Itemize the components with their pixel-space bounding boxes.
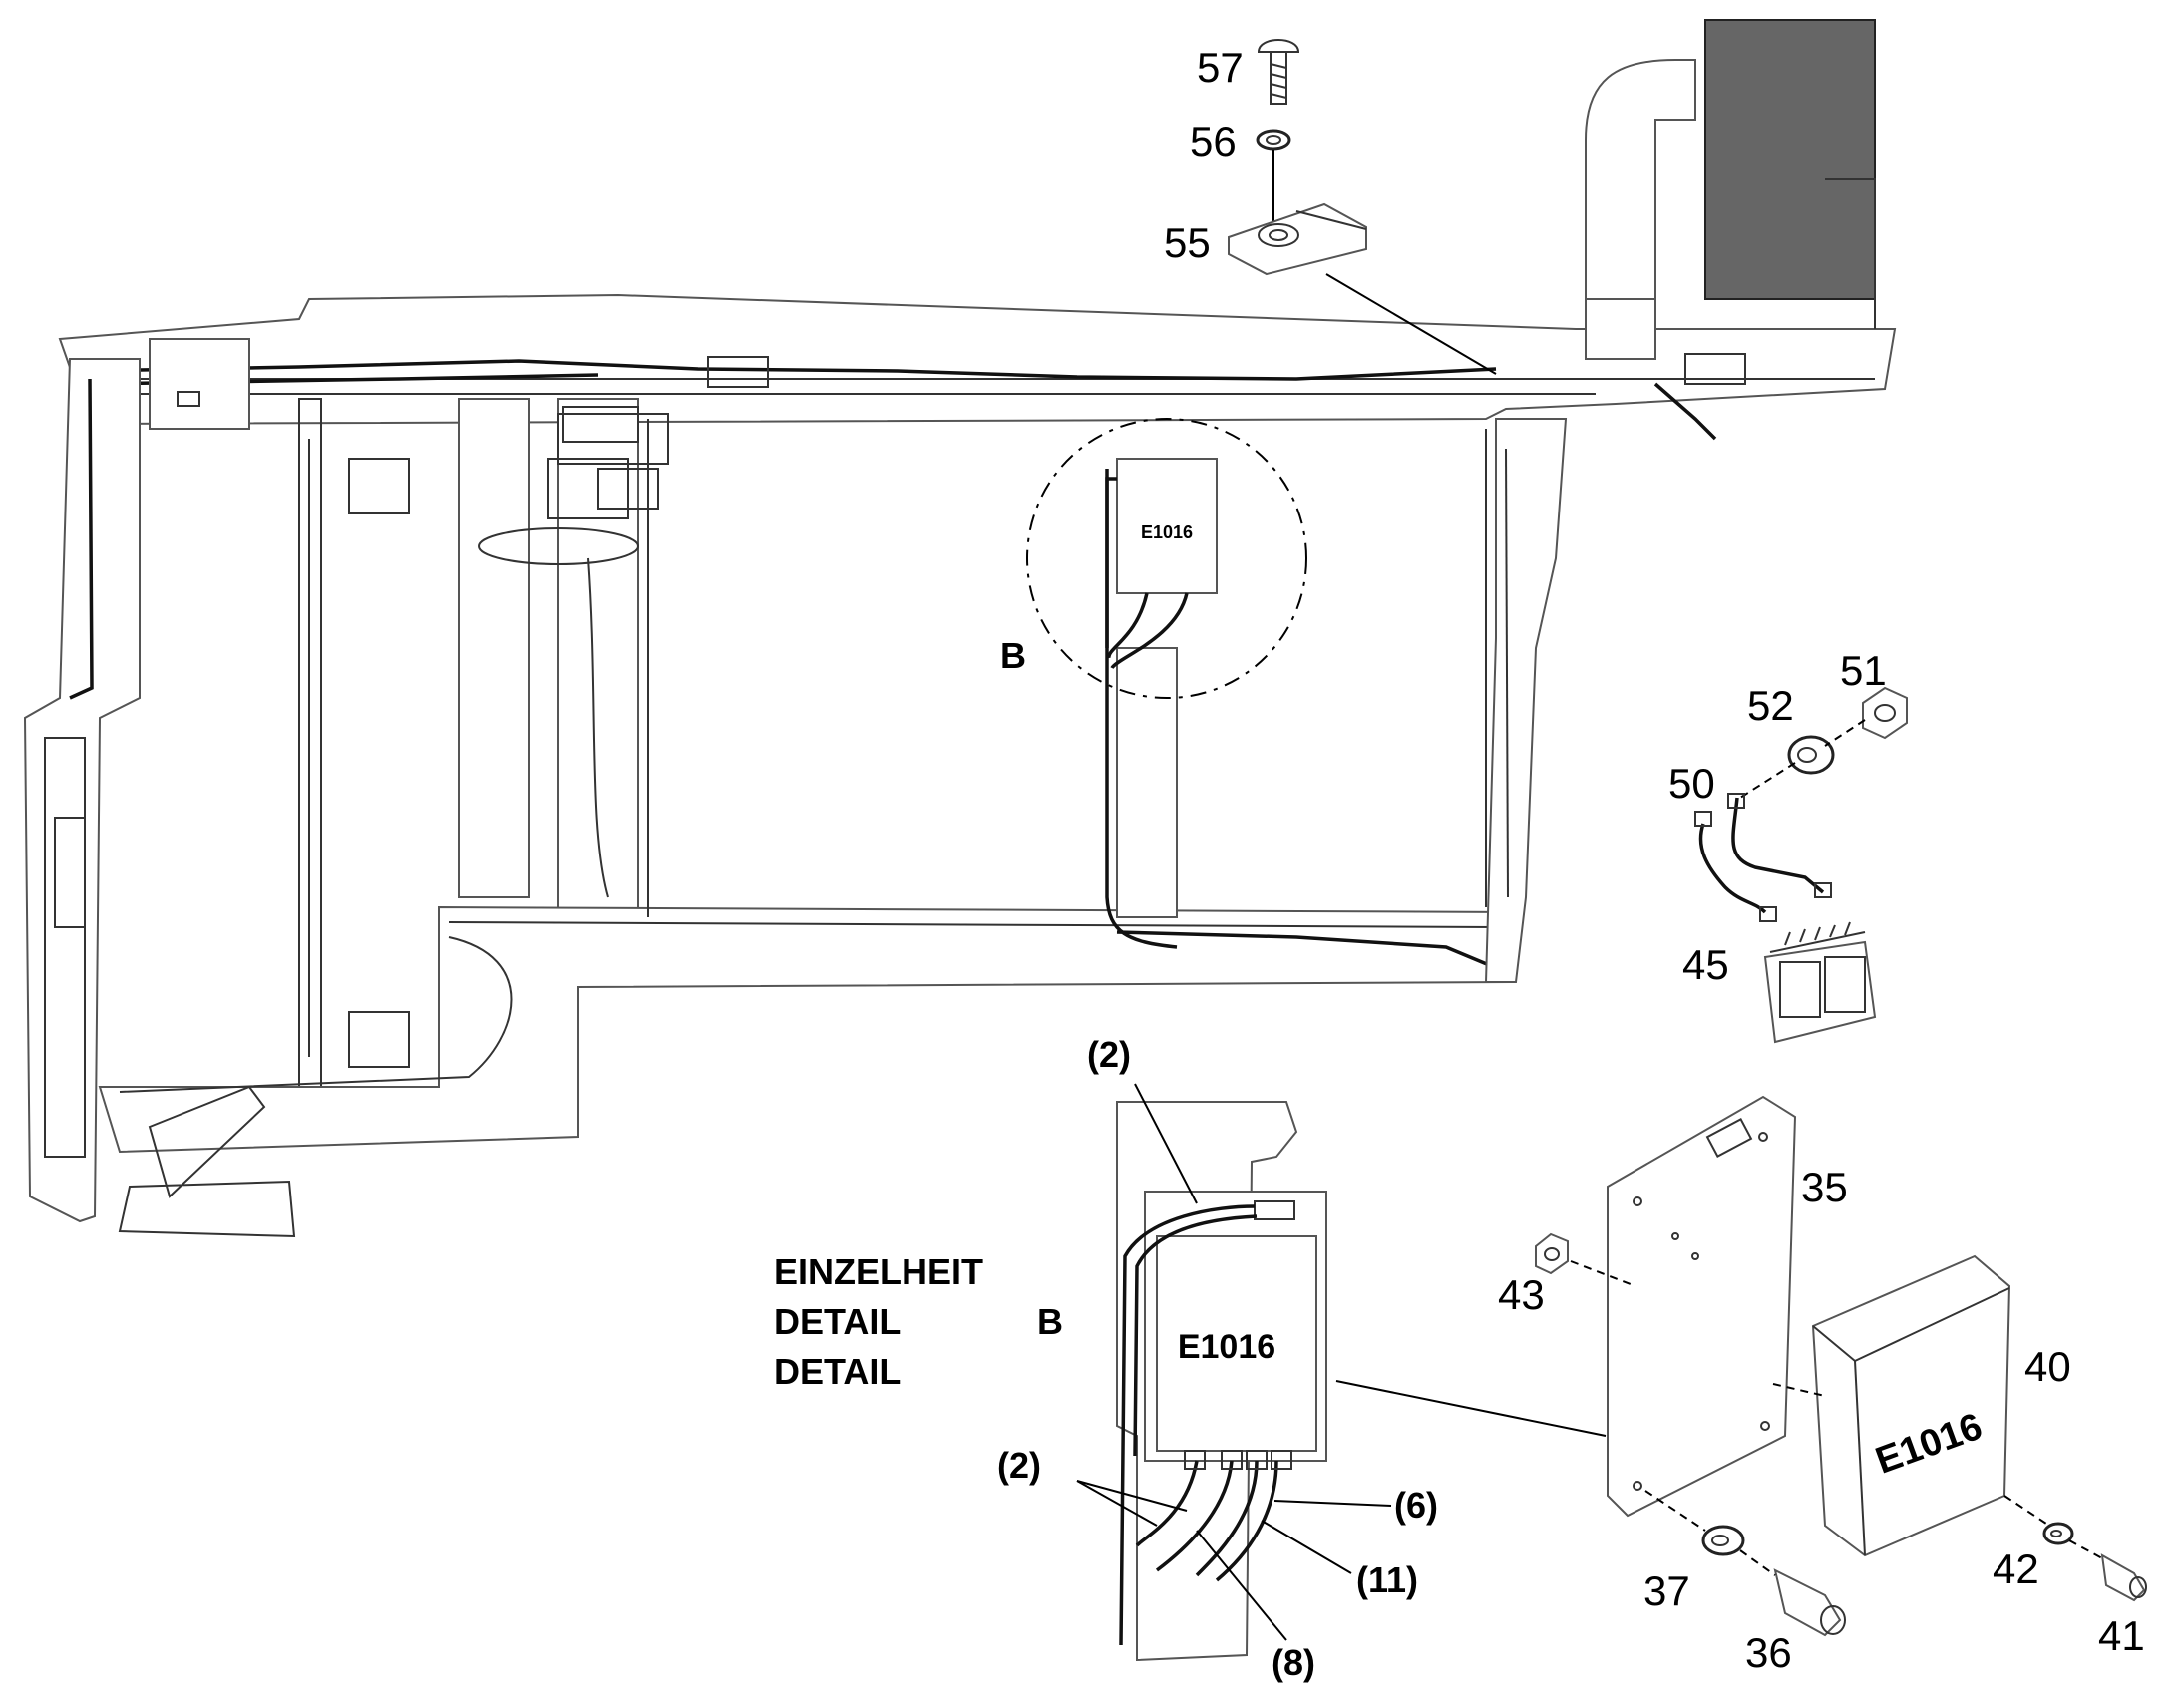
callout-45: 45 [1682, 941, 1729, 988]
callout-57: 57 [1197, 44, 1244, 91]
detail-b-small: E1016 B [1000, 418, 1307, 699]
cable-ref-8: (8) [1272, 1642, 1315, 1683]
e1016-small-label: E1016 [1141, 522, 1193, 542]
e1016-mounted-label: E1016 [1178, 1328, 1275, 1366]
cable-ref-top: (2) [1087, 1034, 1131, 1075]
detail-title-line2: DETAIL [774, 1301, 901, 1342]
mounting-clip-group: 57 56 55 [1164, 39, 1497, 375]
callout-56: 56 [1190, 118, 1237, 165]
callout-52: 52 [1747, 682, 1794, 729]
detail-b-marker: B [1000, 635, 1026, 676]
detail-b-large: E1016 (2) (2) (6) (11) (8) EINZELHEIT DE… [774, 1034, 1607, 1683]
machine-frame [23, 19, 1897, 1238]
callout-55: 55 [1164, 219, 1211, 266]
callout-40: 40 [2024, 1343, 2071, 1390]
detail-title-marker: B [1037, 1301, 1063, 1342]
detail-title-line1: EINZELHEIT [774, 1251, 983, 1292]
callout-35: 35 [1801, 1164, 1848, 1210]
callout-42: 42 [1993, 1545, 2039, 1592]
callout-43: 43 [1498, 1271, 1545, 1318]
cable-ref-11: (11) [1356, 1559, 1418, 1600]
connector-group: 51 52 50 45 [1668, 647, 1908, 1044]
callout-51: 51 [1840, 647, 1887, 694]
mounting-plate-group: E1016 35 43 40 37 36 42 41 [1498, 1095, 2147, 1676]
cable-ref-left: (2) [997, 1445, 1041, 1486]
callout-37: 37 [1643, 1567, 1690, 1614]
callout-50: 50 [1668, 760, 1715, 807]
callout-36: 36 [1745, 1629, 1792, 1676]
detail-title-line3: DETAIL [774, 1351, 901, 1392]
callout-41: 41 [2098, 1612, 2145, 1659]
e1016-small-box [1116, 458, 1218, 594]
cable-ref-6: (6) [1394, 1485, 1438, 1526]
detail-b-circle [1026, 418, 1307, 699]
